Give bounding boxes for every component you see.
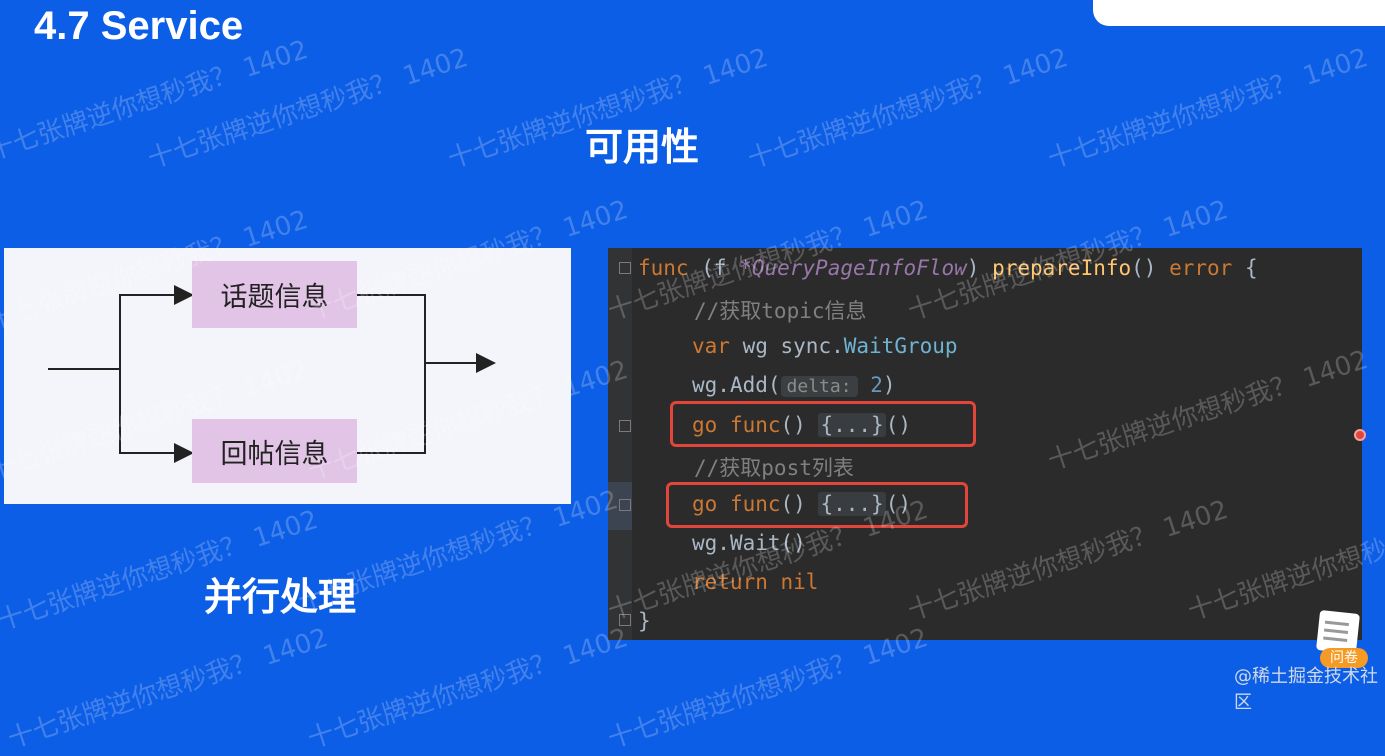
- code-line-4[interactable]: wg.Add(delta: 2): [692, 373, 896, 397]
- code-line-1[interactable]: func (f *QueryPageInfoFlow) prepareInfo(…: [638, 256, 1258, 280]
- code-line-3[interactable]: var wg sync.WaitGroup: [692, 334, 958, 358]
- watermark: 十七张牌逆你想秒我？ 1402: [304, 622, 632, 755]
- code-line-9[interactable]: return nil: [692, 570, 819, 594]
- slide-title: 4.7 Service: [34, 4, 244, 48]
- watermark: 十七张牌逆你想秒我？ 1402: [744, 42, 1072, 175]
- folded-block[interactable]: {...}: [818, 492, 886, 516]
- slide-subtitle: 可用性: [585, 125, 700, 169]
- top-right-panel: [1093, 0, 1385, 26]
- node-post-info: 回帖信息: [192, 419, 357, 483]
- watermark: 十七张牌逆你想秒我？ 1402: [4, 622, 332, 755]
- footer-credit: @稀土掘金技术社区: [1234, 666, 1378, 713]
- parallel-label: 并行处理: [204, 575, 357, 619]
- editor-gutter: [608, 248, 632, 640]
- survey-widget[interactable]: 问卷: [1310, 610, 1380, 670]
- watermark: 十七张牌逆你想秒我？ 1402: [144, 42, 472, 175]
- code-line-8[interactable]: wg.Wait(): [692, 531, 806, 555]
- fold-toggle-icon[interactable]: [619, 614, 631, 626]
- highlight-box-post: [666, 482, 968, 528]
- code-line-5[interactable]: go func() {...}(): [692, 413, 911, 437]
- node-topic-info: 话题信息: [192, 261, 357, 328]
- record-indicator-icon[interactable]: [1354, 429, 1366, 441]
- fold-toggle-icon[interactable]: [619, 499, 631, 511]
- code-comment-post[interactable]: //获取post列表: [694, 456, 854, 480]
- watermark: 十七张牌逆你想秒我？ 1402: [0, 34, 312, 167]
- parameter-hint: delta:: [780, 376, 858, 397]
- folded-block[interactable]: {...}: [818, 413, 886, 437]
- highlight-box-topic: [670, 401, 976, 447]
- merge-bottom: [357, 369, 426, 454]
- parallel-diagram: 话题信息 回帖信息: [4, 248, 571, 504]
- diagram-connectors: [48, 285, 496, 463]
- watermark: 十七张牌逆你想秒我？ 1402: [1044, 42, 1372, 175]
- branch-bottom: [119, 369, 194, 463]
- branch-top: [119, 285, 194, 369]
- merge-top: [357, 294, 426, 369]
- code-comment-topic[interactable]: //获取topic信息: [694, 299, 867, 323]
- survey-label: 问卷: [1320, 648, 1368, 668]
- code-line-10[interactable]: }: [638, 609, 651, 633]
- fold-toggle-icon[interactable]: [619, 262, 631, 274]
- code-line-7[interactable]: go func() {...}(): [692, 492, 911, 516]
- code-editor: func (f *QueryPageInfoFlow) prepareInfo(…: [608, 248, 1362, 640]
- fold-toggle-icon[interactable]: [619, 420, 631, 432]
- gutter-highlight: [608, 482, 632, 530]
